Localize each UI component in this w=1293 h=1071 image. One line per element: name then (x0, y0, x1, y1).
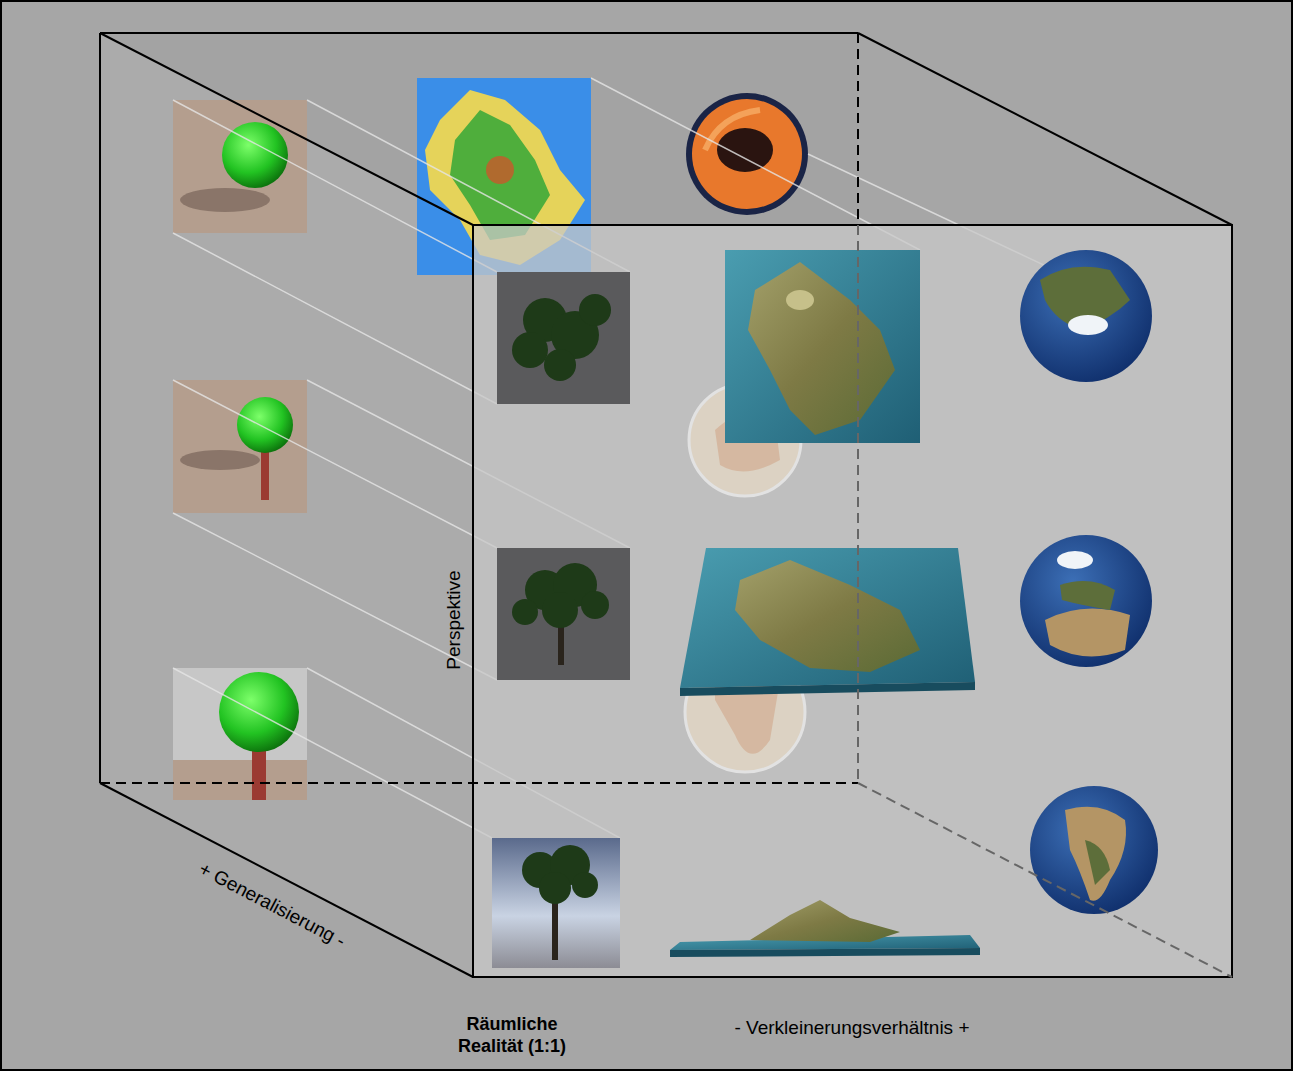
axis-label: Perspektive (443, 570, 465, 669)
axis-origin-label: Räumliche Realität (1:1) (437, 1013, 587, 1058)
axis-label: - Verkleinerungsverhältnis + (735, 1017, 970, 1039)
